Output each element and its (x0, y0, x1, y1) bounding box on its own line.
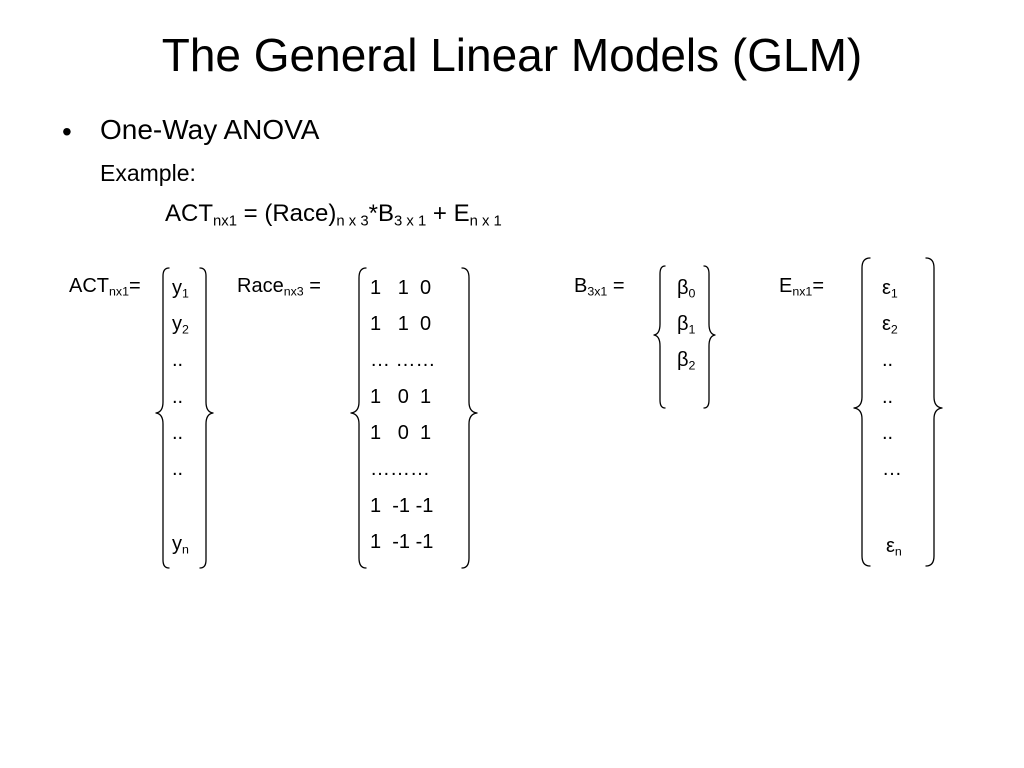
b-entry-sub: 0 (688, 286, 696, 301)
eq-race: = (Race) (236, 200, 337, 227)
race-row: ……… (370, 458, 430, 480)
act-entry: .. (172, 459, 183, 479)
race-row: 1 1 0 (370, 277, 432, 299)
e-entry: ε1 (882, 277, 898, 301)
b-entry: β2 (677, 349, 696, 373)
act-entry: yn (172, 533, 189, 557)
act-label-suffix: = (128, 275, 141, 297)
e-entry-base: ε (882, 313, 891, 335)
e-entry: .. (882, 350, 893, 370)
act-entry-sub: n (182, 542, 189, 557)
b-label-suffix: = (607, 275, 625, 297)
race-row: 1 -1 -1 (370, 495, 434, 517)
e-entry-sub: 2 (890, 322, 898, 337)
eq-act-sub: nx1 (213, 213, 237, 230)
e-entry: .. (882, 423, 893, 443)
race-row: 1 0 1 (370, 386, 432, 408)
act-left-brace (155, 267, 170, 569)
e-entry: εn (886, 535, 902, 559)
b-label-sub: 3x1 (587, 284, 608, 299)
b-entry-sub: 2 (688, 358, 696, 373)
e-entry-base: ε (882, 277, 891, 299)
b-entry: β0 (677, 277, 696, 301)
e-left-brace (853, 257, 871, 567)
b-entry-base: β (677, 277, 689, 299)
act-entry: .. (172, 350, 183, 370)
b-entry: β1 (677, 313, 696, 337)
b-entry-sub: 1 (688, 322, 696, 337)
eq-act: ACT (165, 200, 213, 227)
example-label: Example: (100, 160, 196, 186)
e-matrix-label: Enx1= (779, 275, 825, 299)
eq-b-sub: 3 x 1 (393, 213, 427, 230)
eq-mult: *B (368, 200, 394, 227)
e-entry-base: .. (882, 422, 894, 444)
act-matrix-label: ACTnx1= (69, 275, 141, 299)
eq-e-sub: n x 1 (469, 213, 502, 230)
race-label-sub: nx3 (283, 284, 304, 299)
act-entry: .. (172, 423, 183, 443)
b-matrix-label: B3x1 = (574, 275, 625, 299)
e-entry: … (882, 459, 902, 479)
model-equation: ACTnx1 = (Race)n x 3*B3 x 1 + En x 1 (165, 200, 502, 230)
race-label-suffix: = (303, 275, 321, 297)
b-entry-base: β (677, 349, 689, 371)
e-entry-sub: n (894, 544, 902, 559)
act-label-sub: nx1 (109, 284, 129, 299)
act-entry-base: y (172, 533, 182, 555)
race-left-brace (350, 267, 367, 569)
e-label-sub: nx1 (792, 284, 813, 299)
b-right-brace (703, 265, 716, 409)
race-right-brace (461, 267, 478, 569)
act-entry-sub: 2 (182, 322, 189, 337)
act-entry-base: .. (172, 458, 184, 480)
e-label-text: E (779, 275, 793, 297)
act-entry: y2 (172, 313, 189, 337)
e-label-suffix: = (812, 275, 825, 297)
e-entry-base: ε (886, 535, 895, 557)
race-row: 1 0 1 (370, 422, 432, 444)
slide-title: The General Linear Models (GLM) (161, 29, 863, 81)
act-label-text: ACT (69, 275, 109, 297)
e-entry: ε2 (882, 313, 898, 337)
race-row: 1 -1 -1 (370, 531, 434, 553)
e-entry-sub: 1 (890, 286, 898, 301)
e-entry: .. (882, 387, 893, 407)
race-row: … …… (370, 349, 436, 371)
b-entry-base: β (677, 313, 689, 335)
act-entry-base: .. (172, 349, 184, 371)
e-entry-base: … (882, 458, 902, 480)
act-right-brace (199, 267, 214, 569)
act-entry: .. (172, 387, 183, 407)
b-label-text: B (574, 275, 588, 297)
act-entry: y1 (172, 277, 189, 301)
e-right-brace (925, 257, 943, 567)
race-row: 1 1 0 (370, 313, 432, 335)
eq-race-sub: n x 3 (336, 213, 369, 230)
race-matrix-label: Racenx3 = (237, 275, 321, 299)
e-entry-base: .. (882, 386, 894, 408)
act-entry-base: y (172, 277, 182, 299)
race-label-text: Race (237, 275, 284, 297)
bullet-text: One-Way ANOVA (100, 114, 320, 145)
act-entry-base: .. (172, 422, 184, 444)
act-entry-sub: 1 (182, 286, 189, 301)
act-entry-base: y (172, 313, 182, 335)
b-left-brace (653, 265, 666, 409)
e-entry-base: .. (882, 349, 894, 371)
eq-plus: + E (426, 200, 470, 227)
act-entry-base: .. (172, 386, 184, 408)
bullet-icon: • (62, 116, 72, 147)
